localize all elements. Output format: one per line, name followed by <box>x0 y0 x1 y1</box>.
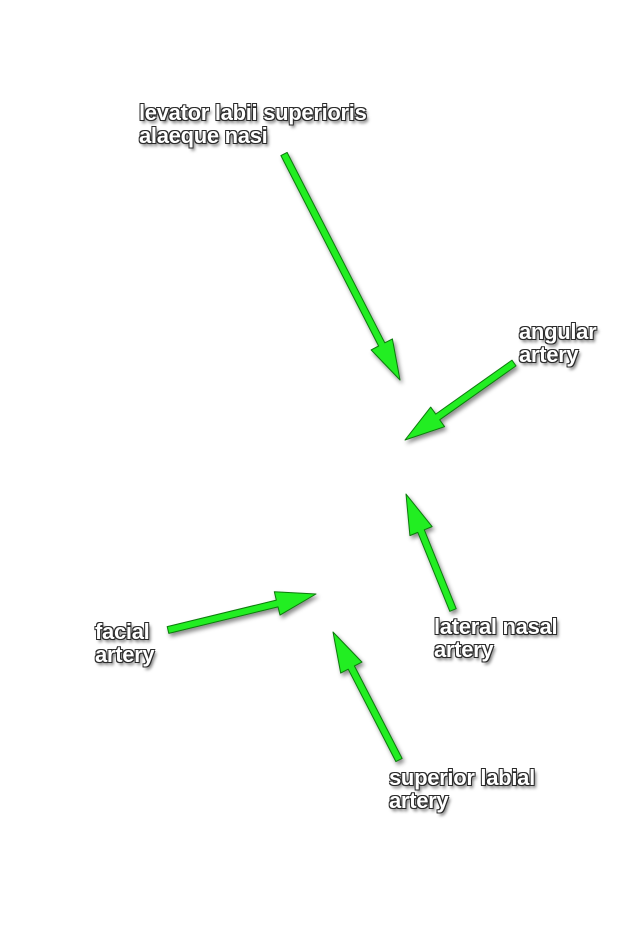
arrow-levator-labii <box>280 151 401 381</box>
label-lateral-nasal-artery: lateral nasal artery <box>434 614 558 662</box>
label-line: artery <box>95 642 155 667</box>
arrow-superior-labial-artery <box>332 631 403 763</box>
label-line: alaeque nasi <box>139 123 268 148</box>
label-line: superior labial <box>389 765 535 790</box>
label-line: levator labii superioris <box>139 100 367 125</box>
label-levator-labii-superioris-alaeque-nasi: levator labii superioris alaeque nasi <box>139 101 367 147</box>
label-angular-artery: angular artery <box>519 319 597 367</box>
arrow-angular-artery <box>404 359 517 441</box>
arrow-lateral-nasal-artery <box>405 493 457 612</box>
label-line: artery <box>389 788 449 813</box>
arrow-facial-artery <box>166 591 317 634</box>
label-line: facial <box>95 619 150 644</box>
label-superior-labial-artery: superior labial artery <box>389 766 535 812</box>
label-line: artery <box>434 637 494 662</box>
label-facial-artery: facial artery <box>95 619 155 667</box>
label-line: artery <box>519 342 579 367</box>
label-line: angular <box>519 319 597 344</box>
label-line: lateral nasal <box>434 614 558 639</box>
